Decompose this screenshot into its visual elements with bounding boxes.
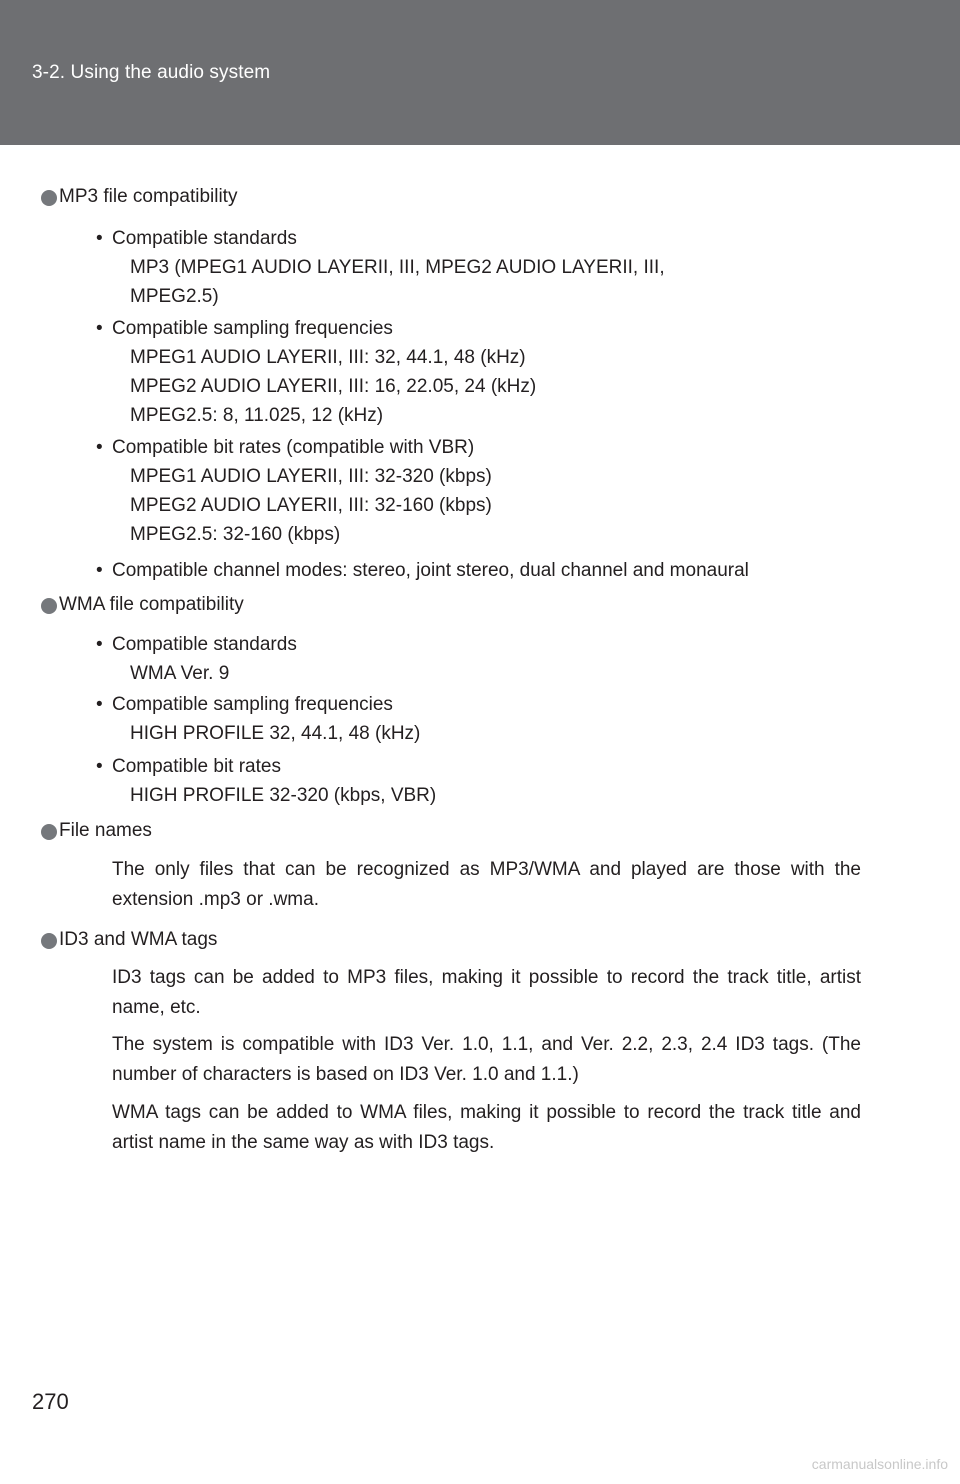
wma-title: WMA file compatibility bbox=[59, 594, 244, 615]
list-item: •Compatible sampling frequencies bbox=[96, 694, 393, 715]
tags-paragraph-2: The system is compatible with ID3 Ver. 1… bbox=[112, 1034, 861, 1085]
text-line: MPEG1 AUDIO LAYERII, III: 32-320 (kbps) bbox=[130, 466, 492, 487]
filenames-paragraph: The only files that can be recognized as… bbox=[112, 859, 861, 910]
bullet-icon bbox=[41, 598, 57, 614]
text-line: MP3 (MPEG1 AUDIO LAYERII, III, MPEG2 AUD… bbox=[130, 257, 665, 278]
bullet-icon bbox=[41, 824, 57, 840]
text-line: MPEG2 AUDIO LAYERII, III: 32-160 (kbps) bbox=[130, 495, 492, 516]
section-title: 3-2. Using the audio system bbox=[32, 62, 271, 83]
text-line: HIGH PROFILE 32, 44.1, 48 (kHz) bbox=[130, 723, 421, 744]
filenames-title: File names bbox=[59, 820, 152, 841]
page-number: 270 bbox=[32, 1389, 69, 1414]
bullet-icon: • bbox=[96, 318, 103, 339]
text-line: MPEG2.5: 32-160 (kbps) bbox=[130, 524, 341, 545]
bullet-icon: • bbox=[96, 694, 103, 715]
tags-paragraph-1: ID3 tags can be added to MP3 files, maki… bbox=[112, 967, 861, 1018]
section-header: 3-2. Using the audio system bbox=[0, 0, 960, 145]
list-item: •Compatible standards bbox=[96, 634, 297, 655]
text-line: MPEG1 AUDIO LAYERII, III: 32, 44.1, 48 (… bbox=[130, 347, 526, 368]
watermark: carmanualsonline.info bbox=[811, 1456, 948, 1472]
text-line: MPEG2.5: 8, 11.025, 12 (kHz) bbox=[130, 405, 384, 426]
mp3-title: MP3 file compatibility bbox=[59, 186, 238, 207]
text-line: WMA Ver. 9 bbox=[130, 663, 230, 684]
text-line: HIGH PROFILE 32-320 (kbps, VBR) bbox=[130, 785, 437, 806]
bullet-icon: • bbox=[96, 756, 103, 777]
tags-paragraph-3: WMA tags can be added to WMA files, maki… bbox=[112, 1102, 861, 1153]
text-line: MPEG2.5) bbox=[130, 286, 219, 307]
bullet-icon bbox=[41, 933, 57, 949]
bullet-icon: • bbox=[96, 228, 103, 249]
list-item: •Compatible bit rates (compatible with V… bbox=[96, 437, 475, 458]
list-item: •Compatible sampling frequencies bbox=[96, 318, 393, 339]
list-item: •Compatible standards bbox=[96, 228, 297, 249]
bullet-icon: • bbox=[96, 560, 103, 581]
tags-title: ID3 and WMA tags bbox=[59, 929, 218, 950]
list-item: •Compatible channel modes: stereo, joint… bbox=[96, 560, 749, 581]
bullet-icon: • bbox=[96, 437, 103, 458]
list-item: •Compatible bit rates bbox=[96, 756, 281, 777]
bullet-icon bbox=[41, 190, 57, 206]
text-line: MPEG2 AUDIO LAYERII, III: 16, 22.05, 24 … bbox=[130, 376, 537, 397]
bullet-icon: • bbox=[96, 634, 103, 655]
